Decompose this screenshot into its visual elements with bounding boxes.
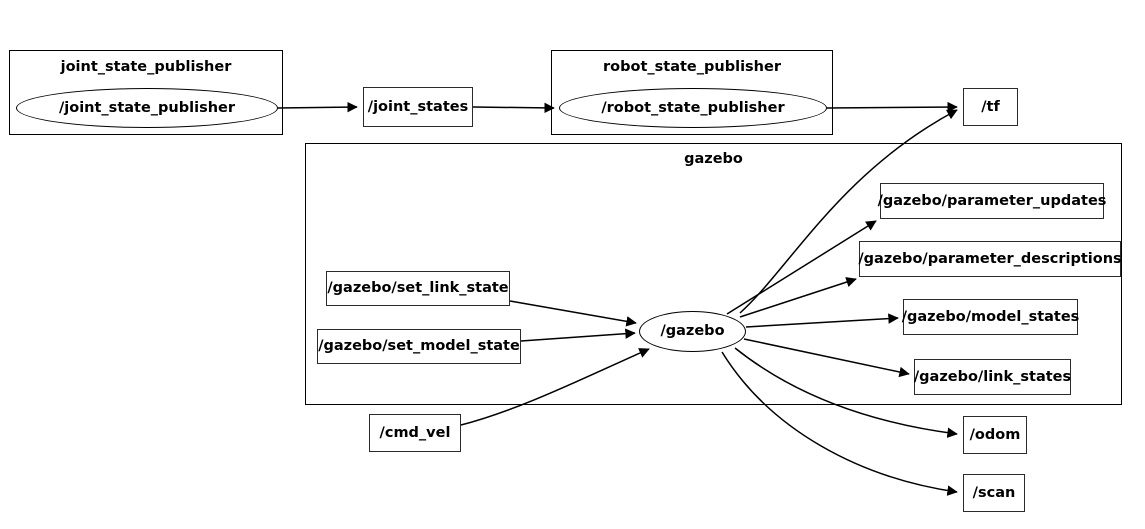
cluster-label-gazebo: gazebo (684, 151, 743, 167)
ros-node-joint-state-publisher[interactable]: /joint_state_publisher (16, 88, 278, 128)
topic-label: /joint_states (367, 98, 469, 115)
topic-node-gazebo-parameter-descriptions[interactable]: /gazebo/parameter_descriptions (858, 241, 1122, 277)
topic-node-gazebo-set-model-state[interactable]: /gazebo/set_model_state (317, 329, 521, 364)
topic-node-cmd-vel[interactable]: /cmd_vel (369, 414, 461, 452)
cluster-gazebo: gazebo (305, 143, 1122, 405)
ros-node-label: /joint_state_publisher (58, 99, 236, 116)
topic-label: /gazebo/set_link_state (327, 280, 509, 297)
topic-label: /tf (981, 98, 1000, 115)
ros-node-robot-state-publisher[interactable]: /robot_state_publisher (559, 88, 827, 128)
topic-label: /odom (969, 426, 1021, 443)
topic-label: /gazebo/parameter_updates (877, 192, 1107, 209)
topic-node-gazebo-model-states[interactable]: /gazebo/model_states (902, 299, 1079, 335)
ros-node-label: /gazebo (660, 323, 725, 340)
topic-node-gazebo-parameter-updates[interactable]: /gazebo/parameter_updates (878, 183, 1106, 219)
ros-node-label: /robot_state_publisher (601, 99, 785, 116)
topic-label: /gazebo/set_model_state (318, 338, 520, 355)
cluster-robot-state-publisher: robot_state_publisher (551, 50, 833, 135)
topic-node-joint-states[interactable]: /joint_states (363, 87, 473, 127)
topic-node-odom[interactable]: /odom (963, 416, 1027, 454)
ros-node-gazebo[interactable]: /gazebo (639, 311, 746, 352)
topic-label: /gazebo/link_states (913, 368, 1072, 385)
topic-label: /gazebo/model_states (901, 308, 1080, 325)
topic-label: /gazebo/parameter_descriptions (858, 250, 1122, 267)
cluster-label-robot-state-publisher: robot_state_publisher (603, 59, 781, 75)
cluster-label-joint-state-publisher: joint_state_publisher (60, 59, 232, 75)
topic-node-gazebo-set-link-state[interactable]: /gazebo/set_link_state (326, 271, 510, 306)
topic-label: /cmd_vel (379, 424, 451, 441)
topic-node-scan[interactable]: /scan (963, 474, 1025, 512)
cluster-joint-state-publisher: joint_state_publisher (9, 50, 283, 135)
topic-node-tf[interactable]: /tf (963, 88, 1018, 126)
topic-node-gazebo-link-states[interactable]: /gazebo/link_states (914, 359, 1071, 395)
topic-label: /scan (972, 484, 1016, 501)
